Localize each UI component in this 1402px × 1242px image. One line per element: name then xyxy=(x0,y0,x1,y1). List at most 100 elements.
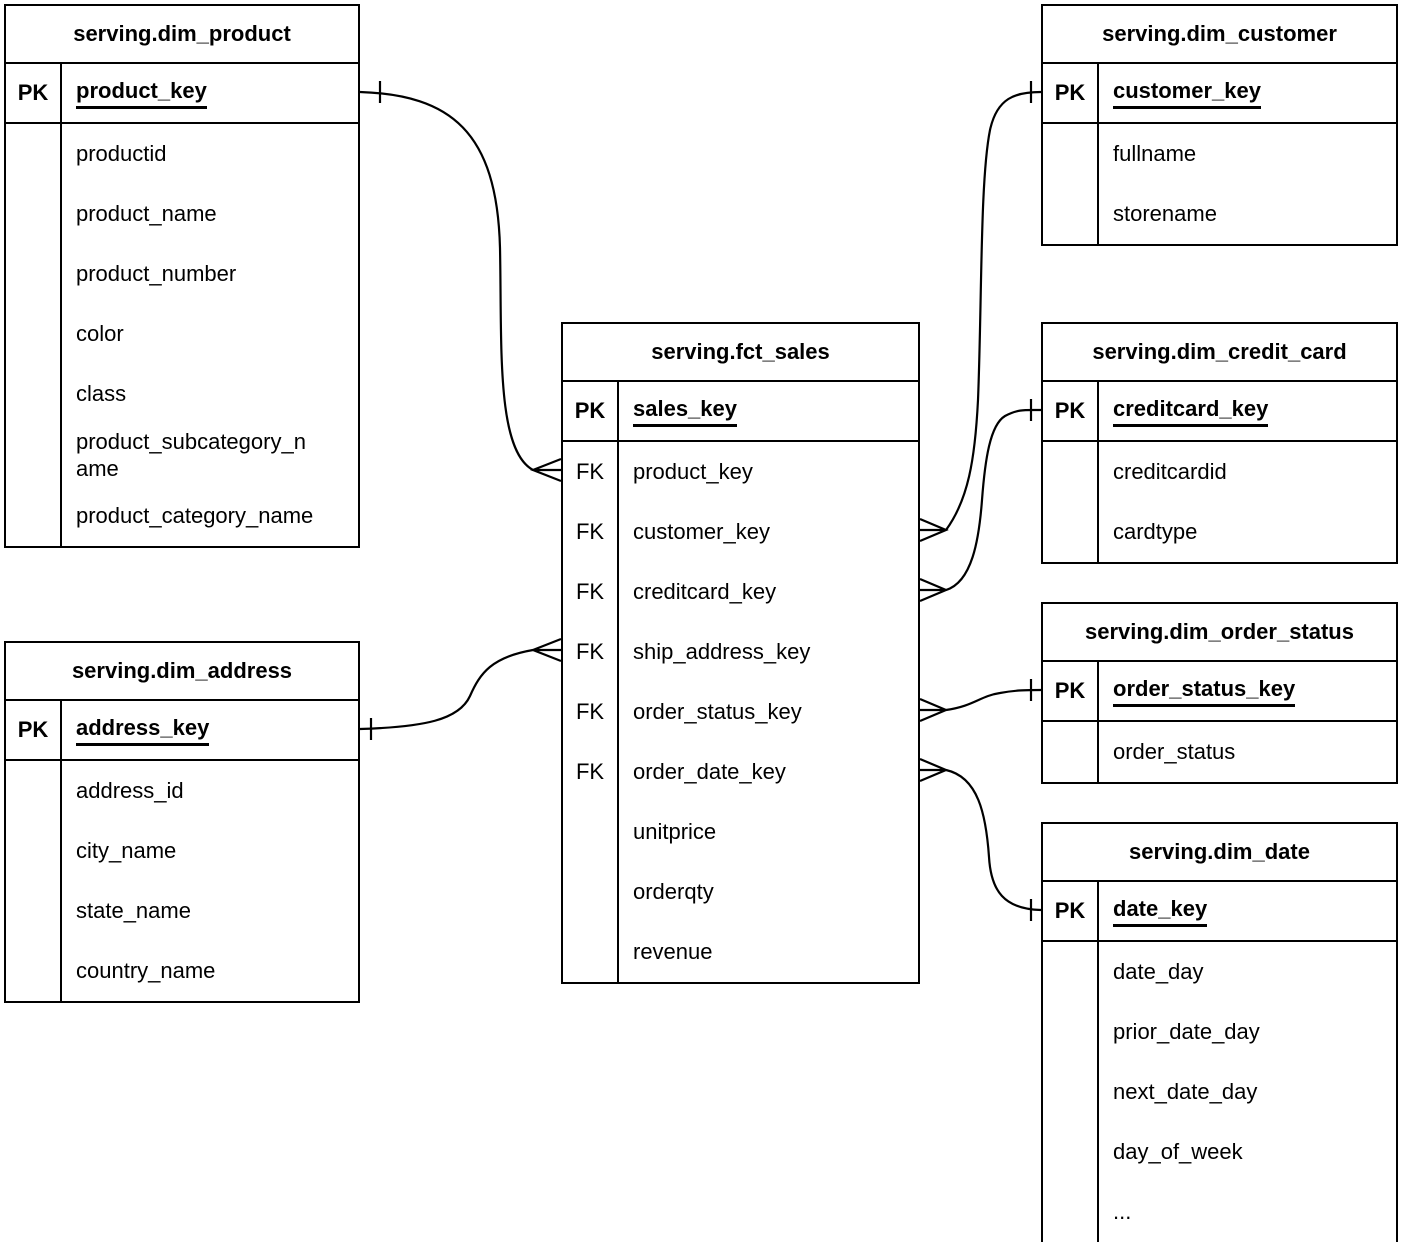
table-row: orderqty xyxy=(563,862,918,922)
entity-title: serving.dim_product xyxy=(6,6,358,64)
entity-dim-address: serving.dim_address PK address_key addre… xyxy=(4,641,360,1003)
field-name: order_status_key xyxy=(633,699,802,724)
field-name: class xyxy=(76,381,127,406)
table-row: color xyxy=(6,304,358,364)
table-row: FK order_date_key xyxy=(563,742,918,802)
pk-field: order_status_key xyxy=(1113,676,1296,707)
badge-spacer xyxy=(1043,722,1099,782)
fk-badge: FK xyxy=(563,562,619,622)
table-row: FK creditcard_key xyxy=(563,562,918,622)
field-name: product_name xyxy=(76,201,217,226)
table-row: revenue xyxy=(563,922,918,982)
badge-spacer xyxy=(6,184,62,244)
entity-dim-order-status: serving.dim_order_status PK order_status… xyxy=(1041,602,1398,784)
rel-product-crow-foot xyxy=(529,457,562,483)
field-name: day_of_week xyxy=(1113,1139,1243,1164)
field-name: product_number xyxy=(76,261,237,286)
fk-badge: FK xyxy=(563,622,619,682)
table-row: PK creditcard_key xyxy=(1043,382,1396,442)
badge-spacer xyxy=(6,244,62,304)
rel-product-line xyxy=(359,90,534,471)
badge-spacer xyxy=(6,761,62,821)
table-row: PK customer_key xyxy=(1043,64,1396,124)
fk-badge: FK xyxy=(563,742,619,802)
badge-spacer xyxy=(563,802,619,862)
entity-title: serving.dim_customer xyxy=(1043,6,1396,64)
table-row: creditcardid xyxy=(1043,442,1396,502)
entity-title: serving.dim_credit_card xyxy=(1043,324,1396,382)
pk-field: product_key xyxy=(76,78,207,109)
rel-orderdate-line xyxy=(945,768,1042,912)
entity-title: serving.dim_order_status xyxy=(1043,604,1396,662)
pk-field: date_key xyxy=(1113,896,1208,927)
badge-spacer xyxy=(1043,942,1099,1002)
entity-dim-product: serving.dim_product PK product_key produ… xyxy=(4,4,360,548)
field-name: storename xyxy=(1113,201,1217,226)
entity-dim-date: serving.dim_date PK date_key date_day pr… xyxy=(1041,822,1398,1242)
table-row: prior_date_day xyxy=(1043,1002,1396,1062)
fk-badge: FK xyxy=(563,502,619,562)
pk-badge: PK xyxy=(563,382,619,440)
badge-spacer xyxy=(1043,1122,1099,1182)
rel-creditcard-line xyxy=(945,408,1042,592)
badge-spacer xyxy=(1043,442,1099,502)
pk-badge: PK xyxy=(6,701,62,759)
entity-fct-sales: serving.fct_sales PK sales_key FK produc… xyxy=(561,322,920,984)
field-name: city_name xyxy=(76,838,177,863)
field-name: revenue xyxy=(633,939,713,964)
table-row: ... xyxy=(1043,1182,1396,1242)
pk-field: customer_key xyxy=(1113,78,1261,109)
fk-badge: FK xyxy=(563,682,619,742)
table-row: FK order_status_key xyxy=(563,682,918,742)
table-row: PK product_key xyxy=(6,64,358,124)
table-row: order_status xyxy=(1043,722,1396,782)
field-name: product_category_name xyxy=(76,503,314,528)
field-name: customer_key xyxy=(633,519,770,544)
badge-spacer xyxy=(6,304,62,364)
table-row: product_name xyxy=(6,184,358,244)
field-name: product_key xyxy=(633,459,753,484)
rel-orderstatus-line xyxy=(945,688,1042,712)
field-name: cardtype xyxy=(1113,519,1198,544)
table-row: product_category_name xyxy=(6,486,358,546)
pk-badge: PK xyxy=(6,64,62,122)
rel-customer-crow-foot xyxy=(919,517,949,543)
field-name: order_date_key xyxy=(633,759,786,784)
pk-field: sales_key xyxy=(633,396,737,427)
field-name: color xyxy=(76,321,124,346)
badge-spacer xyxy=(6,364,62,424)
table-row: unitprice xyxy=(563,802,918,862)
badge-spacer xyxy=(563,862,619,922)
rel-creditcard-crow-foot xyxy=(919,577,949,603)
table-row: FK ship_address_key xyxy=(563,622,918,682)
table-row: class xyxy=(6,364,358,424)
table-row: date_day xyxy=(1043,942,1396,1002)
field-name: state_name xyxy=(76,898,191,923)
rel-orderdate-crow-foot xyxy=(919,757,949,783)
table-row: PK address_key xyxy=(6,701,358,761)
badge-spacer xyxy=(1043,1002,1099,1062)
table-row: country_name xyxy=(6,941,358,1001)
badge-spacer xyxy=(6,941,62,1001)
pk-field: address_key xyxy=(76,715,210,746)
badge-spacer xyxy=(6,486,62,546)
table-row: day_of_week xyxy=(1043,1122,1396,1182)
rel-address-crow-foot xyxy=(529,637,562,663)
pk-badge: PK xyxy=(1043,882,1099,940)
badge-spacer xyxy=(1043,124,1099,184)
fk-badge: FK xyxy=(563,442,619,502)
table-row: product_subcategory_name xyxy=(6,424,358,486)
entity-dim-credit-card: serving.dim_credit_card PK creditcard_ke… xyxy=(1041,322,1398,564)
field-name: ... xyxy=(1113,1199,1132,1224)
rel-customer-line xyxy=(945,90,1042,531)
table-row: storename xyxy=(1043,184,1396,244)
table-row: fullname xyxy=(1043,124,1396,184)
field-name: prior_date_day xyxy=(1113,1019,1260,1044)
badge-spacer xyxy=(1043,1182,1099,1242)
table-row: address_id xyxy=(6,761,358,821)
pk-badge: PK xyxy=(1043,382,1099,440)
field-name: creditcardid xyxy=(1113,459,1227,484)
field-name: country_name xyxy=(76,958,216,983)
badge-spacer xyxy=(1043,184,1099,244)
